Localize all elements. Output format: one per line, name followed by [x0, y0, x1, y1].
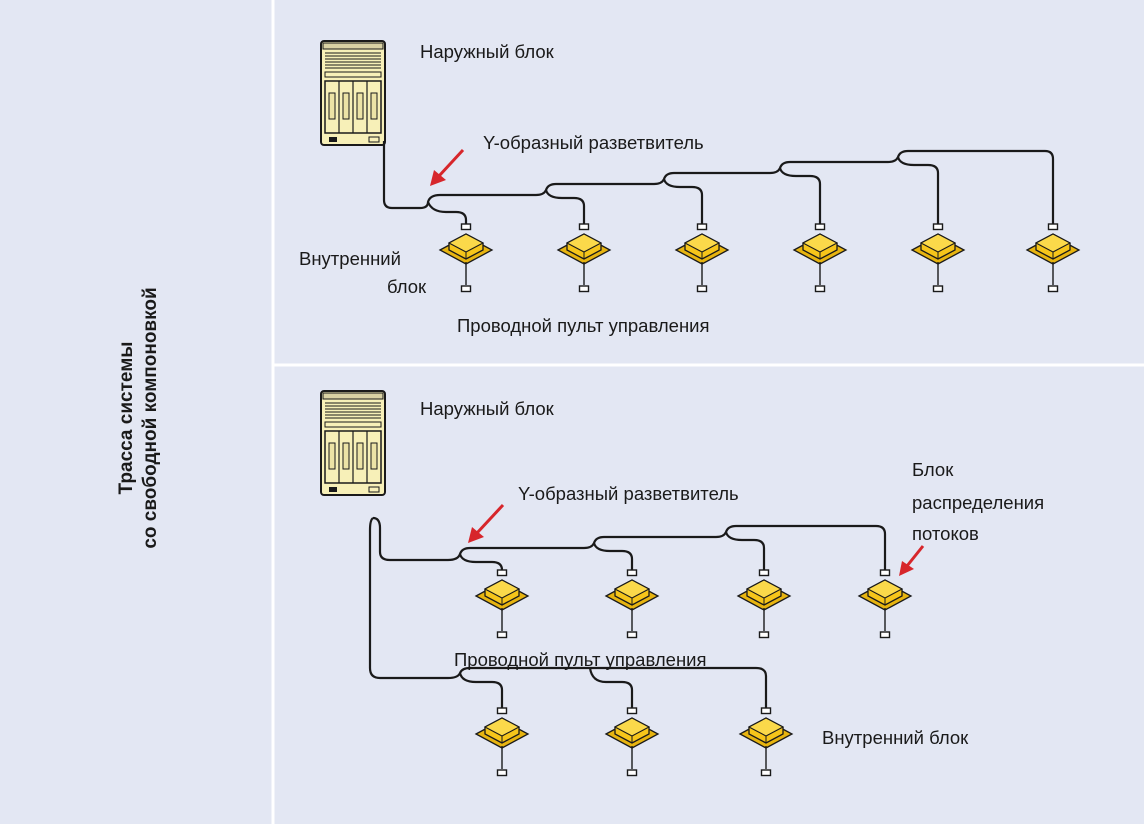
indoor-units-top: [439, 223, 1080, 293]
flow-box-arrow-icon: [899, 545, 925, 576]
outdoor-unit-label: Наружный блок: [420, 398, 555, 419]
bottom-panel: Наружный блок Y-образный разветвитель Бл…: [320, 390, 1044, 777]
side-title-line2: со свободной компоновкой: [140, 287, 161, 548]
indoor-unit-label: Внутренний блок: [822, 727, 969, 748]
branch-arrow-icon: [430, 148, 465, 186]
indoor-units-lower: [475, 707, 793, 777]
outdoor-unit-icon: [320, 390, 386, 496]
refrigerant-pipe-lower: [368, 517, 768, 710]
remote-controller-label: Проводной пульт управления: [454, 649, 707, 670]
branch-arrow-icon: [468, 503, 505, 543]
indoor-unit-label-line2: блок: [387, 276, 427, 297]
remote-controller-label: Проводной пульт управления: [457, 315, 710, 336]
refrigerant-pipe-upper: [372, 516, 887, 572]
flow-box-label-line2: распределения: [912, 492, 1044, 513]
branch-label: Y-образный разветвитель: [518, 483, 739, 504]
indoor-drops-upper: [458, 531, 766, 572]
indoor-drops-lower: [458, 667, 634, 710]
indoor-drops: [426, 156, 940, 230]
branch-label: Y-образный разветвитель: [483, 132, 704, 153]
indoor-units-upper: [475, 569, 912, 639]
outdoor-unit-label: Наружный блок: [420, 41, 555, 62]
flow-box-label-line1: Блок: [912, 459, 954, 480]
side-title-line1: Трасса системы: [116, 342, 137, 495]
top-panel: Наружный блок Y-образный разветвитель Вн…: [299, 40, 1080, 336]
outdoor-unit-icon: [320, 40, 386, 146]
indoor-unit-label-line1: Внутренний: [299, 248, 401, 269]
flow-box-label-line3: потоков: [912, 523, 979, 544]
side-title: Трасса системы со свободной компоновкой: [116, 287, 161, 548]
